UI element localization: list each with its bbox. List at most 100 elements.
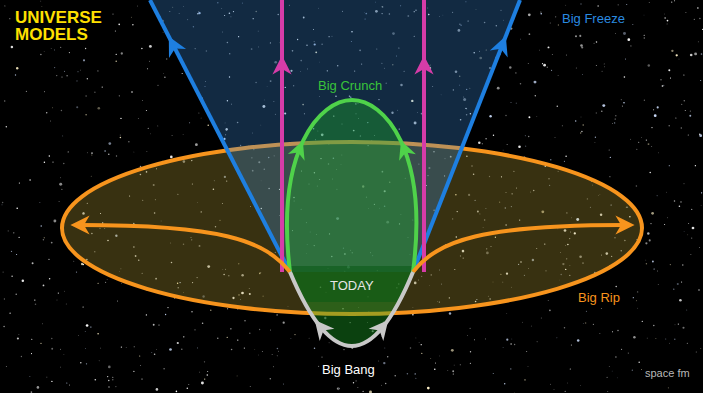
star [43,285,45,287]
star [524,135,526,137]
star [615,286,617,288]
star [53,220,56,223]
star [430,357,432,359]
star [278,350,280,352]
star [665,338,667,340]
star [69,384,70,385]
star [688,223,689,224]
star [615,118,616,119]
star [562,125,563,126]
star [230,328,231,329]
star [3,272,4,273]
star [453,364,455,366]
star [674,324,676,326]
star [449,312,451,314]
star [37,386,40,389]
star [29,375,31,377]
star [536,341,538,343]
star [207,371,208,372]
star [46,112,48,114]
star [671,2,672,3]
star [378,360,380,362]
star [655,338,657,340]
star [61,76,62,77]
star [170,156,173,159]
star [58,293,59,294]
star [383,362,385,364]
star [43,50,45,52]
star [646,263,647,264]
star [59,201,60,202]
arrowhead [399,141,416,161]
star [276,355,278,357]
star [156,349,158,351]
star [652,260,654,262]
star [6,126,7,127]
star [176,391,178,393]
star [153,324,155,326]
big-crunch-curve [287,100,416,272]
star [148,128,149,129]
star [44,237,45,238]
star [505,115,507,117]
star [630,45,631,46]
star [453,373,454,374]
star [10,313,11,314]
star [50,120,52,122]
star [65,303,67,305]
star [198,113,199,114]
star [11,276,12,277]
star [115,30,116,31]
star [131,91,132,92]
big-rip-curve [413,225,625,272]
star [115,60,117,62]
star [623,32,626,35]
steady-expansion-line [280,0,284,272]
star [632,24,633,25]
star [525,146,526,147]
star [582,124,583,125]
star [608,365,610,367]
star [19,182,20,183]
star [668,69,670,71]
star [237,339,238,340]
star [137,5,138,6]
star [50,47,52,49]
star [415,373,416,374]
big-rip-curve [80,225,290,272]
star [636,300,638,302]
star [357,387,358,388]
star [638,142,639,143]
star [62,135,64,137]
star [540,11,541,12]
star [3,326,5,328]
star [502,149,504,151]
star [116,155,117,156]
star [528,13,531,16]
star [183,336,184,337]
star [528,136,530,138]
star [108,366,111,369]
star [447,369,449,371]
star [201,382,204,385]
star [181,349,182,350]
star [700,205,702,207]
star [16,254,17,255]
star [493,373,494,374]
star [29,179,31,181]
star [653,109,654,110]
star [612,331,613,332]
star [146,110,147,111]
star [701,192,702,193]
star [686,310,687,311]
star [31,353,32,354]
star [555,16,556,17]
star [474,339,475,340]
star [31,339,32,340]
star [615,115,617,117]
star [602,71,603,72]
star [63,353,65,355]
star [628,38,630,40]
star [678,58,680,60]
arrowhead [414,55,433,74]
